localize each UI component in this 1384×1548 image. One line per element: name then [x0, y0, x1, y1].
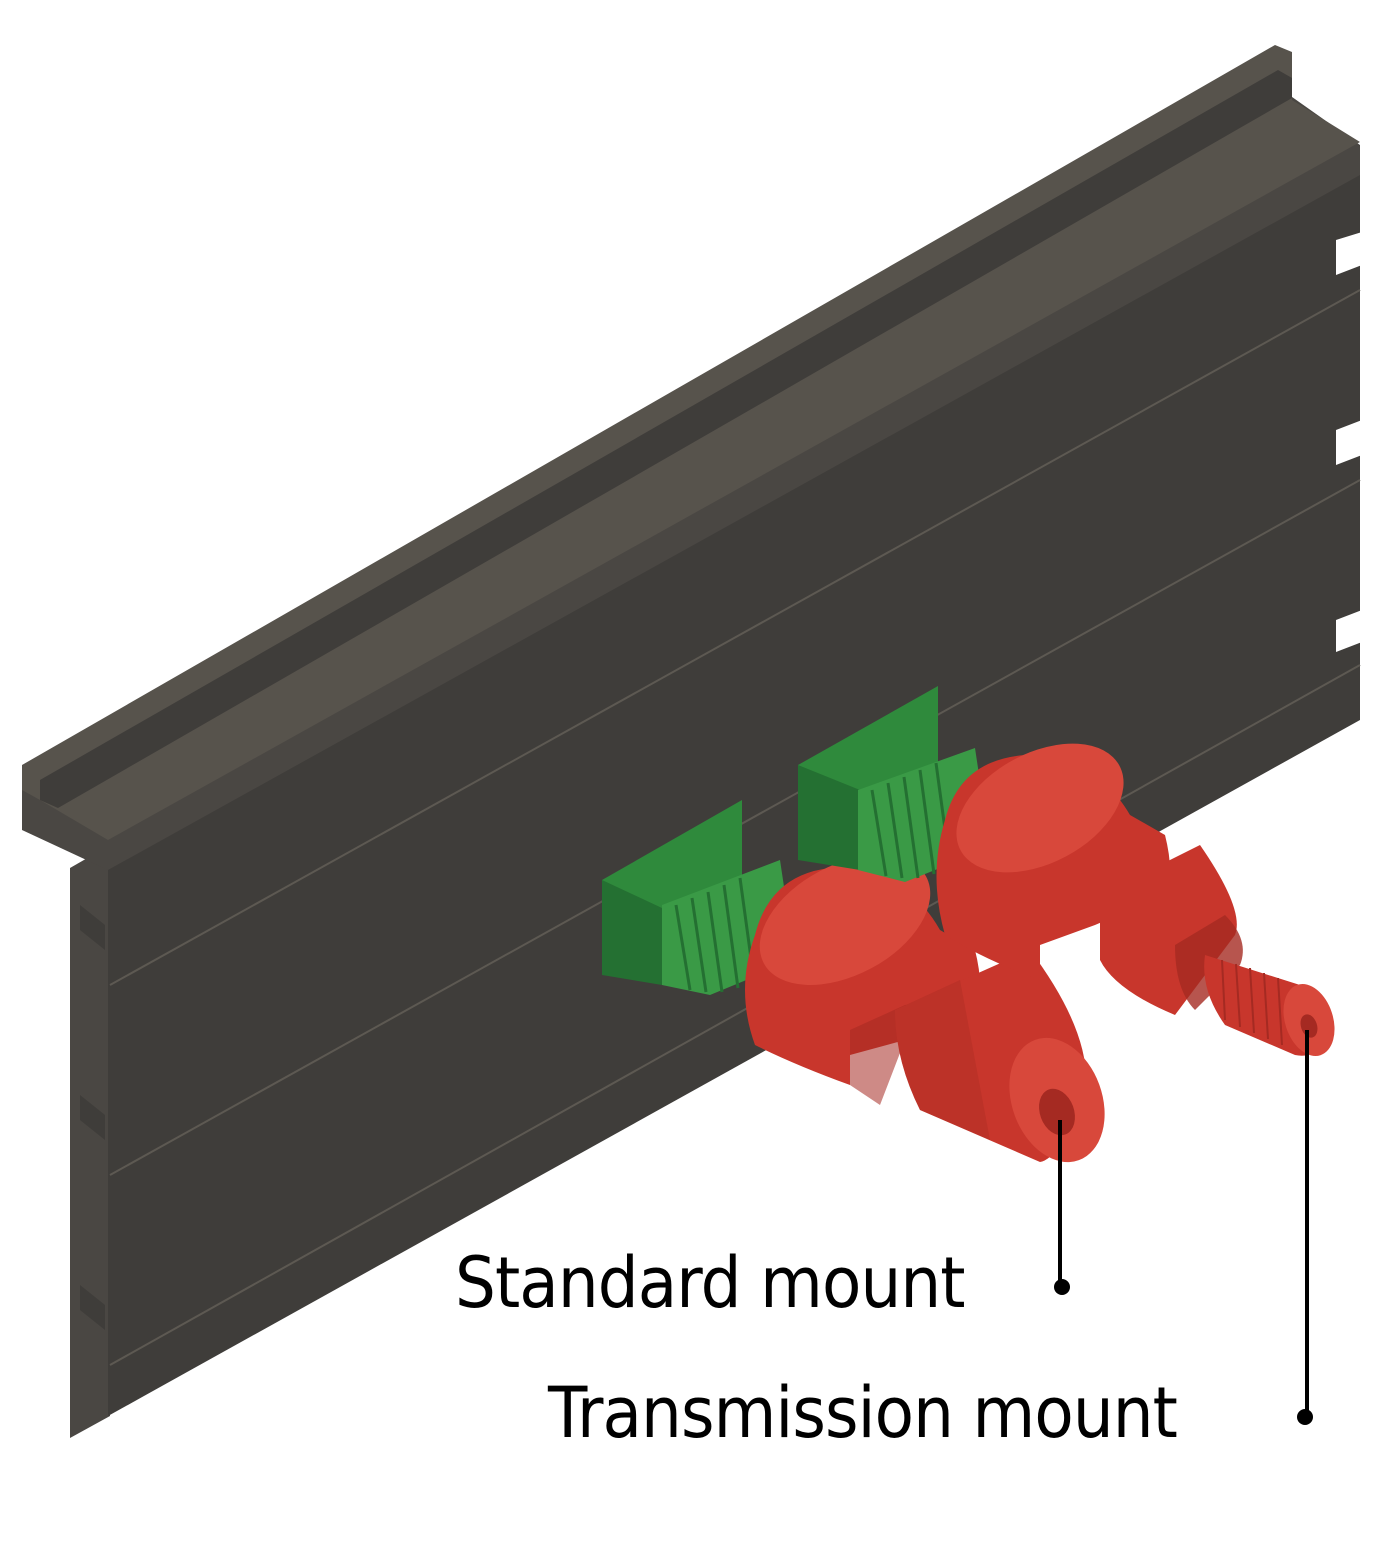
rail-left-notch-1	[80, 905, 105, 950]
transmission-red-body-top	[956, 743, 1124, 873]
standard-thread-lines	[674, 877, 756, 993]
leader-lines	[1054, 1030, 1313, 1425]
standard-leader-dot	[1054, 1279, 1070, 1295]
rail-groove-1	[109, 289, 1361, 986]
standard-mount-label: Standard mount	[455, 1242, 966, 1324]
rail-front-face	[108, 150, 1360, 1416]
rail-notch-2	[1336, 420, 1362, 465]
rail-notch-3	[1336, 610, 1362, 652]
transmission-tip-thread-lines	[1221, 959, 1283, 1046]
standard-red-body-top	[759, 855, 931, 985]
transmission-red-tip-bore	[1300, 1014, 1318, 1038]
standard-mount-assembly	[602, 800, 1105, 1163]
standard-red-cone	[850, 1000, 980, 1105]
transmission-mount-label: Transmission mount	[548, 1372, 1178, 1454]
rail-groove-3	[109, 664, 1361, 1366]
standard-red-shaft-shade	[895, 980, 990, 1140]
standard-green-wedge	[602, 880, 662, 985]
standard-red-bore	[1039, 1088, 1075, 1136]
rail-notch-1	[1336, 232, 1362, 275]
rail-extrusion	[22, 45, 1362, 1438]
transmission-leader-dot	[1297, 1409, 1313, 1425]
transmission-mount-assembly	[798, 686, 1335, 1056]
rail-left-notch-3	[80, 1285, 105, 1330]
rail-top-lip	[40, 70, 1292, 808]
rail-left-notch-2	[80, 1095, 105, 1140]
transmission-green-wedge	[798, 765, 860, 870]
